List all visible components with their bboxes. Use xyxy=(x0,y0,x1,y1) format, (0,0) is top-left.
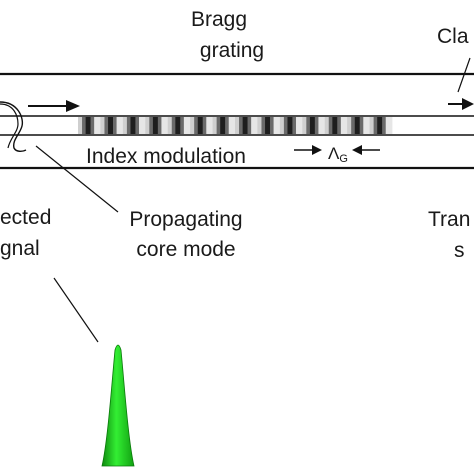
grating-fringe-3-1 xyxy=(149,117,154,134)
bragg-grating-label-line1: Bragg xyxy=(191,8,247,31)
grating-fringe-4-0 xyxy=(167,117,173,134)
grating-fringe-9-4 xyxy=(296,117,303,134)
grating-fringe-7-3 xyxy=(247,117,252,134)
grating-fringe-9-1 xyxy=(283,117,288,134)
grating-fringe-5-0 xyxy=(190,117,195,134)
grating-fringe-11-0 xyxy=(324,117,330,134)
grating-fringe-7-2 xyxy=(242,117,248,134)
grating-fringe-1-0 xyxy=(100,117,105,134)
grating-fringe-4-1 xyxy=(171,117,176,134)
core-mode-leader-line xyxy=(35,145,119,213)
grating-fringe-7-0 xyxy=(235,117,240,134)
grating-fringe-4-4 xyxy=(183,117,191,134)
grating-fringe-10-0 xyxy=(302,117,307,134)
grating-fringe-12-3 xyxy=(359,117,364,134)
transmitted-signal-label-line1: Tran xyxy=(428,208,470,231)
grating-fringe-13-3 xyxy=(382,117,387,134)
grating-fringe-3-4 xyxy=(161,117,169,134)
bragg-grating-label-line2: grating xyxy=(200,39,264,62)
grating-fringe-9-3 xyxy=(292,117,297,134)
grating-fringe-0-1 xyxy=(82,117,87,134)
grating-fringe-1-2 xyxy=(108,117,114,134)
grating-fringe-4-3 xyxy=(180,117,185,134)
grating-fringe-3-2 xyxy=(152,117,159,134)
grating-fringe-5-3 xyxy=(202,117,207,134)
grating-fringe-11-1 xyxy=(328,117,333,134)
grating-fringe-0-0 xyxy=(78,117,83,134)
propagating-core-mode-label-line2: core mode xyxy=(136,238,235,261)
grating-fringe-13-0 xyxy=(369,117,375,134)
period-arrow-left-head xyxy=(312,145,322,155)
grating-fringe-5-2 xyxy=(197,117,204,134)
grating-fringe-4-2 xyxy=(175,117,181,134)
grating-fringe-2-4 xyxy=(139,117,146,134)
grating-fringe-6-0 xyxy=(212,117,218,134)
grating-fringe-9-0 xyxy=(279,117,285,134)
right-mode-arrow-head xyxy=(462,98,474,110)
grating-fringe-3-3 xyxy=(157,117,162,134)
grating-fringe-8-1 xyxy=(261,117,266,134)
propagation-arrow-head xyxy=(66,100,80,112)
reflected-signal-label-line2: gnal xyxy=(0,237,40,260)
grating-fringe-6-1 xyxy=(216,117,221,134)
grating-index-modulation xyxy=(78,117,393,134)
grating-fringe-2-3 xyxy=(135,117,140,134)
grating-fringe-12-2 xyxy=(354,117,361,134)
grating-fringe-2-0 xyxy=(122,117,128,134)
grating-fringe-3-0 xyxy=(145,117,150,134)
grating-fringe-5-4 xyxy=(206,117,213,134)
grating-fringe-12-0 xyxy=(347,117,352,134)
cladding-leader-line xyxy=(457,57,471,93)
grating-fringe-7-1 xyxy=(239,117,244,134)
grating-fringe-0-4 xyxy=(94,117,101,134)
grating-fringe-2-1 xyxy=(126,117,131,134)
index-modulation-label: Index modulation xyxy=(86,145,246,168)
grating-fringe-11-4 xyxy=(340,117,348,134)
grating-fringe-10-4 xyxy=(318,117,326,134)
grating-fringe-12-4 xyxy=(363,117,370,134)
grating-fringe-0-3 xyxy=(90,117,95,134)
grating-fringe-10-2 xyxy=(309,117,316,134)
reflected-signal-leader-line xyxy=(53,277,99,343)
reflected-signal-peak xyxy=(101,344,135,467)
core-mode-profile-tail xyxy=(0,103,19,149)
grating-fringe-8-0 xyxy=(257,117,262,134)
grating-fringe-13-1 xyxy=(373,117,378,134)
grating-fringe-10-3 xyxy=(314,117,319,134)
transmitted-signal-label-line2: s xyxy=(454,239,465,262)
grating-fringe-2-2 xyxy=(130,117,136,134)
grating-fringe-0-2 xyxy=(85,117,91,134)
grating-fringe-1-4 xyxy=(116,117,124,134)
grating-fringe-13-2 xyxy=(377,117,383,134)
grating-fringe-1-3 xyxy=(112,117,117,134)
grating-fringe-9-2 xyxy=(287,117,293,134)
grating-fringe-6-2 xyxy=(220,117,226,134)
grating-fringe-8-2 xyxy=(265,117,271,134)
grating-period-symbol: ΛG xyxy=(328,144,348,165)
period-arrow-right-head xyxy=(352,145,362,155)
grating-fringe-13-4 xyxy=(385,117,393,134)
grating-fringe-11-3 xyxy=(337,117,342,134)
propagating-core-mode-label-line1: Propagating xyxy=(129,208,242,231)
grating-fringe-11-2 xyxy=(332,117,338,134)
core-mode-profile xyxy=(0,101,27,153)
grating-period-lambda: Λ xyxy=(328,144,340,163)
cladding-label: Cla xyxy=(437,25,469,48)
grating-fringe-1-1 xyxy=(104,117,109,134)
grating-fringe-5-1 xyxy=(194,117,199,134)
reflected-signal-label-line1: ected xyxy=(0,206,51,229)
grating-period-subscript: G xyxy=(339,153,348,165)
grating-fringe-8-3 xyxy=(269,117,274,134)
grating-fringe-6-4 xyxy=(228,117,236,134)
grating-fringe-7-4 xyxy=(251,117,258,134)
grating-fringe-8-4 xyxy=(273,117,281,134)
grating-fringe-12-1 xyxy=(351,117,356,134)
grating-fringe-6-3 xyxy=(225,117,230,134)
grating-fringe-10-1 xyxy=(306,117,311,134)
